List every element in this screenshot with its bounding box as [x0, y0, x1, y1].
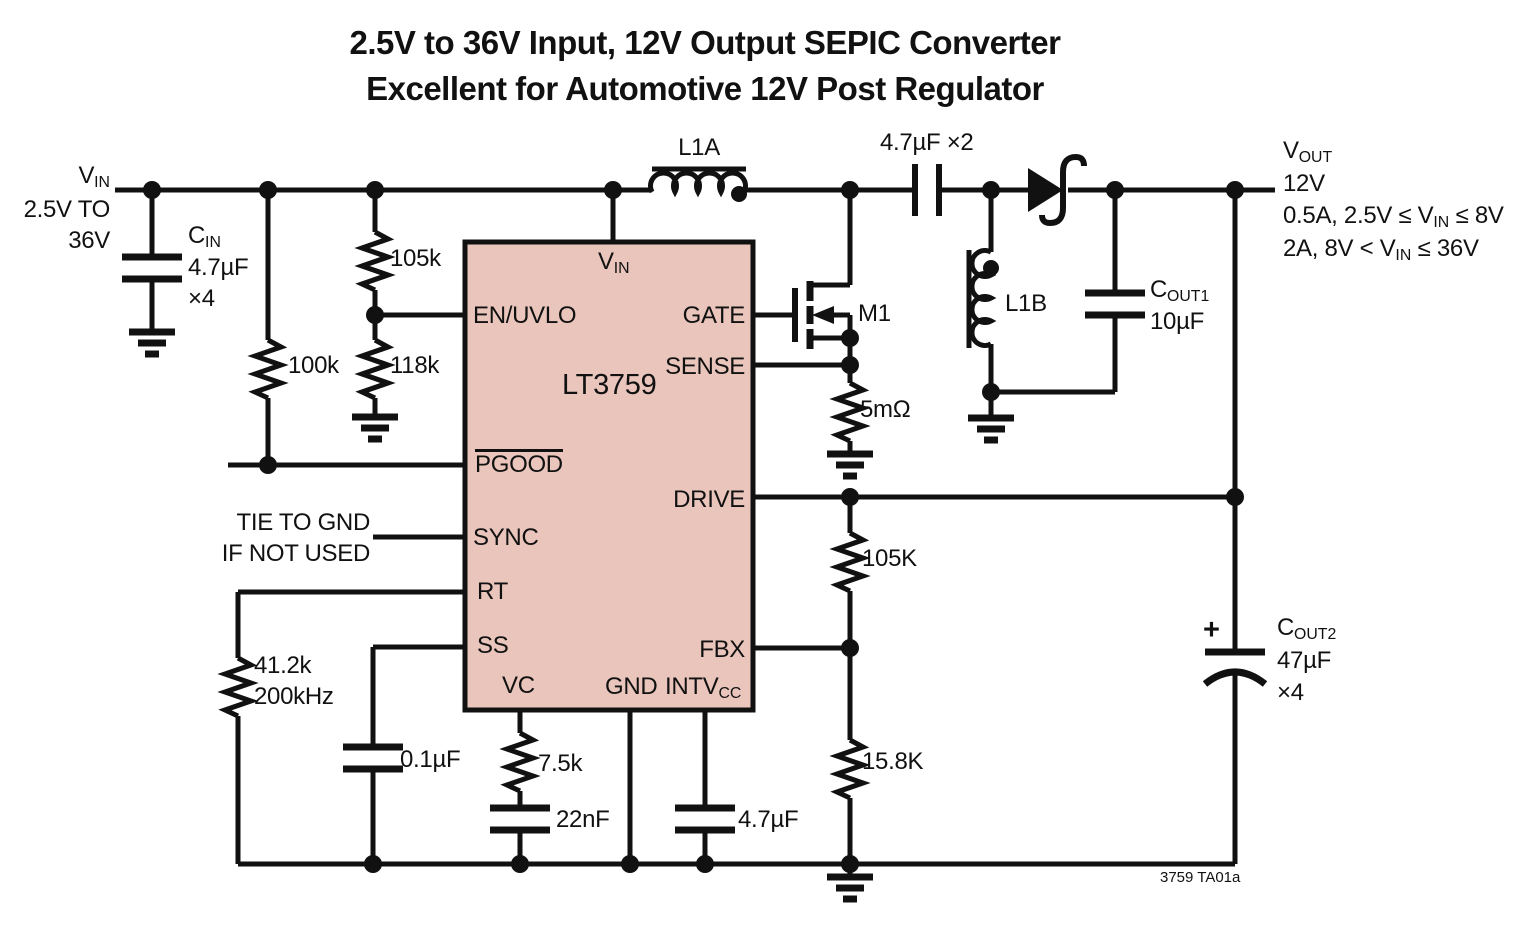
resistor-105k: [354, 229, 396, 293]
junction-dot: [259, 181, 277, 199]
pin-sense: SENSE: [665, 353, 745, 380]
rt-resistor-label: 41.2k 200kHz: [254, 652, 334, 710]
resistor-100k: [247, 337, 289, 401]
cout2-cap: [1202, 668, 1268, 687]
r-pullup-label: 100k: [288, 352, 339, 379]
resistor-7-5k: [499, 730, 541, 794]
pin-vin: VIN: [598, 248, 630, 277]
figure-id: 3759 TA01a: [1160, 869, 1241, 886]
pin-ss: SS: [477, 632, 509, 659]
resistor-41-2k: [217, 655, 259, 719]
junction-dot: [1106, 181, 1124, 199]
r-sense-label: 5mΩ: [860, 396, 911, 423]
pin-fbx: FBX: [699, 636, 745, 663]
junction-dot: [696, 855, 714, 873]
l1a-inductor: [648, 170, 748, 198]
vc-cap-label: 22nF: [556, 806, 610, 833]
junction-dot: [841, 356, 859, 374]
pin-pgood: PGOOD: [475, 449, 563, 478]
pin-gate: GATE: [682, 302, 746, 329]
sync-note: TIE TO GND IF NOT USED: [221, 509, 371, 568]
junction-dot: [841, 639, 859, 657]
junction-dot: [982, 383, 1000, 401]
l1b-inductor: [969, 248, 997, 348]
l1b-phase-dot: [983, 260, 999, 276]
ic-body: [462, 239, 756, 713]
title-line1: 2.5V to 36V Input, 12V Output SEPIC Conv…: [349, 24, 1061, 61]
junction-dot: [1226, 181, 1244, 199]
vc-resistor-label: 7.5k: [538, 750, 583, 777]
cout2-plus-sign: +: [1203, 614, 1220, 646]
junction-dot: [841, 488, 859, 506]
r-fb-top-label: 105K: [862, 545, 917, 572]
pin-sync: SYNC: [473, 524, 539, 551]
mosfet-label: M1: [858, 300, 891, 327]
l1a-label: L1A: [678, 134, 720, 161]
junction-dot: [621, 855, 639, 873]
l1a-phase-dot: [731, 186, 747, 202]
cout2-label: COUT2 47µF ×4: [1277, 614, 1337, 706]
pin-vc: VC: [502, 672, 535, 699]
junction-dot: [1226, 488, 1244, 506]
pin-drive: DRIVE: [673, 486, 745, 513]
title-line2: Excellent for Automotive 12V Post Regula…: [366, 69, 1044, 107]
ss-cap-label: 0.1µF: [400, 746, 461, 773]
r-uvlo-bottom-label: 118k: [390, 352, 440, 379]
junction-dot: [982, 181, 1000, 199]
resistor-15-8K: [829, 737, 871, 801]
resistor-105K-fb: [829, 530, 871, 594]
schottky-diode: [1028, 168, 1063, 212]
coupling-cap-label: 4.7µF ×2: [880, 129, 974, 156]
r-uvlo-top-label: 105k: [390, 245, 441, 272]
l1b-label: L1B: [1005, 290, 1047, 317]
intvcc-cap-label: 4.7µF: [738, 806, 799, 833]
junction-dot: [841, 329, 859, 347]
mosfet-arrow: [812, 306, 834, 324]
junction-dot: [366, 306, 384, 324]
output-rail-label: VOUT 12V 0.5A, 2.5V ≤ VIN ≤ 8V 2A, 8V < …: [1283, 137, 1504, 264]
pin-en-uvlo: EN/UVLO: [473, 302, 577, 329]
r-fb-bottom-label: 15.8K: [862, 748, 924, 775]
cin-label: CIN 4.7µF ×4: [188, 222, 249, 312]
junction-dot: [604, 181, 622, 199]
pin-intvcc: INTVCC: [665, 673, 742, 702]
junction-dot: [366, 181, 384, 199]
input-rail-label: VIN 2.5V TO 36V: [23, 162, 111, 255]
junction-dot: [364, 855, 382, 873]
junction-dot: [511, 855, 529, 873]
pin-gnd: GND: [605, 673, 658, 700]
ic-part-number: LT3759: [562, 369, 657, 401]
schottky-diode: [1039, 153, 1087, 227]
resistor-5mohm: [829, 380, 871, 444]
junction-dot: [143, 181, 161, 199]
junction-dot: [841, 181, 859, 199]
resistor-118k: [354, 337, 396, 401]
cout1-label: COUT1 10µF: [1150, 276, 1210, 336]
junction-dot: [259, 456, 277, 474]
junction-dot: [841, 855, 859, 873]
pin-rt: RT: [477, 578, 508, 605]
page-title: 2.5V to 36V Input, 12V Output SEPIC Conv…: [205, 20, 1205, 111]
